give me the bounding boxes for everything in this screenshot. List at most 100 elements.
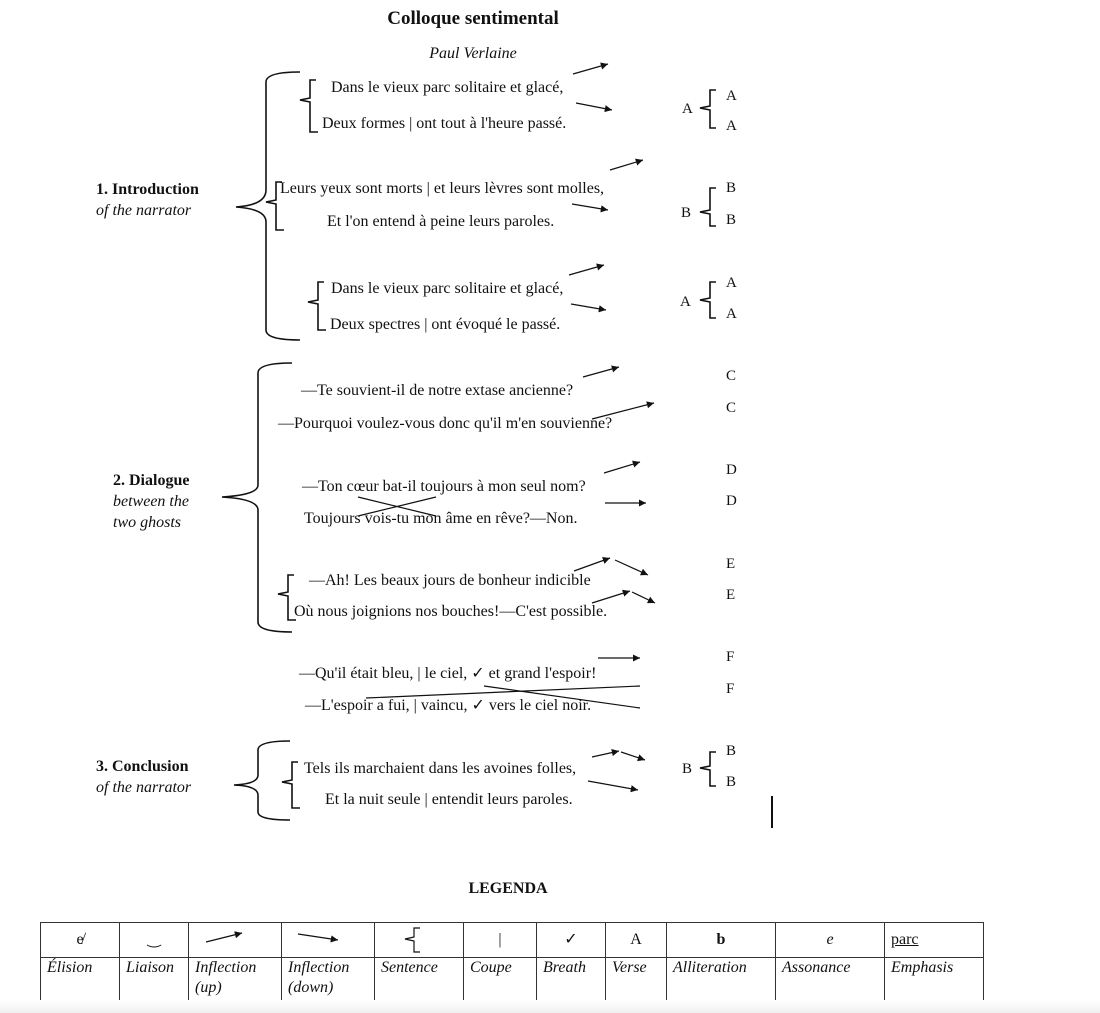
line-rhyme-label: A bbox=[726, 88, 737, 104]
inflection-down-arrow bbox=[614, 559, 649, 576]
poem-author: Paul Verlaine bbox=[429, 45, 517, 62]
inflection-down-arrow bbox=[620, 751, 646, 762]
legend-table: e̸ ‿ ↗ → -{ | ✓ A b e parc Élision Liais… bbox=[40, 922, 984, 1003]
legend-label: Sentence bbox=[374, 957, 464, 1003]
poem-line: Leurs yeux sont morts | et leurs lèvres … bbox=[280, 180, 605, 197]
rhyme-bracket bbox=[699, 281, 716, 319]
poem-line: Où nous joignions nos bouches!—C'est pos… bbox=[294, 603, 608, 620]
line-rhyme-label: A bbox=[726, 306, 737, 322]
legend-title: LEGENDA bbox=[468, 880, 548, 897]
line-rhyme-label: D bbox=[726, 493, 737, 509]
inflection-up-arrow bbox=[603, 460, 641, 474]
inflection-up-arrow bbox=[568, 263, 605, 276]
inflection-up-arrow bbox=[609, 158, 644, 171]
inflection-down-arrow bbox=[570, 303, 607, 313]
legend-symbol: ↗ bbox=[188, 922, 282, 958]
section-heading: 1. Introduction bbox=[96, 181, 199, 198]
line-rhyme-label: E bbox=[726, 587, 736, 603]
poem-line: —Qu'il était bleu, | le ciel, ✓ et grand… bbox=[299, 665, 597, 682]
inflection-up-arrow bbox=[591, 749, 620, 758]
legend-label: Liaison bbox=[119, 957, 189, 1003]
legend-symbol: b bbox=[666, 922, 776, 958]
inflection-down-arrow bbox=[631, 591, 656, 604]
section-label-conclusion: 3. Conclusion of the narrator bbox=[96, 756, 191, 798]
section-brace bbox=[235, 71, 301, 341]
line-rhyme-label: D bbox=[726, 462, 737, 478]
poem-line: —Pourquoi voulez-vous donc qu'il m'en so… bbox=[278, 415, 613, 432]
line-rhyme-label: B bbox=[726, 212, 737, 228]
legend-label: Élision bbox=[40, 957, 120, 1003]
legend-symbol: ✓ bbox=[536, 922, 606, 958]
line-rhyme-label: E bbox=[726, 556, 736, 572]
sentence-bracket bbox=[281, 761, 300, 809]
legend-symbol: → bbox=[281, 922, 375, 958]
poem-line: —Ton cœur bat-il toujours à mon seul nom… bbox=[302, 478, 586, 495]
rhyme-bracket bbox=[699, 89, 716, 129]
legend-symbol: ‿ bbox=[119, 922, 189, 958]
sentence-bracket bbox=[307, 281, 326, 331]
line-rhyme-label: F bbox=[726, 649, 735, 665]
poem-line: Et la nuit seule | entendit leurs parole… bbox=[325, 791, 573, 808]
line-rhyme-label: A bbox=[726, 118, 737, 134]
line-rhyme-label: A bbox=[726, 275, 737, 291]
legend-symbol: A bbox=[605, 922, 667, 958]
legend-symbol: -{ bbox=[374, 922, 464, 958]
inflection-up-arrow bbox=[582, 365, 620, 378]
legend-symbol: e̸ bbox=[40, 922, 120, 958]
poem-line: Deux formes | ont tout à l'heure passé. bbox=[322, 115, 567, 132]
line-rhyme-label: C bbox=[726, 400, 737, 416]
legend-symbol: e bbox=[775, 922, 885, 958]
stanza-rhyme-label: B bbox=[682, 761, 693, 777]
section-heading: 3. Conclusion bbox=[96, 758, 189, 775]
line-rhyme-label: B bbox=[726, 180, 737, 196]
legend-symbol-row: e̸ ‿ ↗ → -{ | ✓ A b e parc bbox=[40, 922, 984, 958]
section-heading: 2. Dialogue bbox=[113, 472, 190, 489]
legend-symbol: parc bbox=[884, 922, 984, 958]
inflection-up-arrow bbox=[572, 62, 609, 75]
poem-line: Tels ils marchaient dans les avoines fol… bbox=[304, 760, 577, 777]
section-brace bbox=[221, 362, 293, 633]
stanza-rhyme-label: A bbox=[680, 294, 691, 310]
poem-line: Dans le vieux parc solitaire et glacé, bbox=[331, 280, 564, 297]
inflection-down-arrow bbox=[587, 780, 639, 793]
stanza-rhyme-label: A bbox=[682, 101, 693, 117]
poem-line: —Te souvient-il de notre extase ancienne… bbox=[301, 382, 574, 399]
inflection-up-arrow bbox=[573, 557, 611, 572]
stanza-rhyme-label: B bbox=[681, 205, 692, 221]
legend-label: Alliteration bbox=[666, 957, 776, 1003]
poem-line: Dans le vieux parc solitaire et glacé, bbox=[331, 79, 564, 96]
section-subtitle: of the narrator bbox=[96, 779, 192, 796]
inflection-down-arrow bbox=[575, 102, 613, 113]
line-rhyme-label: C bbox=[726, 368, 737, 384]
inflection-down-arrow bbox=[571, 203, 609, 213]
poem-line: —Ah! Les beaux jours de bonheur indicibl… bbox=[309, 572, 591, 589]
legend-label: Inflection (up) bbox=[188, 957, 282, 1003]
legend-label: Emphasis bbox=[884, 957, 984, 1003]
text-cursor bbox=[771, 796, 773, 828]
section-label-dialogue: 2. Dialogue between the two ghosts bbox=[113, 470, 189, 533]
legend-symbol: | bbox=[463, 922, 537, 958]
line-rhyme-label: F bbox=[726, 681, 735, 697]
legend-label: Verse bbox=[605, 957, 667, 1003]
legend-label: Assonance bbox=[775, 957, 885, 1003]
bottom-edge bbox=[0, 1000, 1100, 1013]
section-label-introduction: 1. Introduction of the narrator bbox=[96, 179, 199, 221]
legend-label-row: Élision Liaison Inflection (up) Inflecti… bbox=[40, 957, 984, 1003]
section-subtitle: two ghosts bbox=[113, 514, 182, 531]
line-rhyme-label: B bbox=[726, 774, 737, 790]
rhyme-bracket bbox=[699, 751, 716, 787]
section-subtitle: between the bbox=[113, 493, 189, 510]
line-rhyme-label: B bbox=[726, 743, 737, 759]
legend-label: Inflection (down) bbox=[281, 957, 375, 1003]
poem-line: Toujours vois-tu mon âme en rêve?—Non. bbox=[304, 510, 578, 527]
section-subtitle: of the narrator bbox=[96, 202, 192, 219]
sentence-bracket bbox=[299, 79, 318, 133]
poem-line: Et l'on entend à peine leurs paroles. bbox=[327, 213, 555, 230]
section-brace bbox=[233, 740, 291, 821]
rhyme-bracket bbox=[699, 187, 716, 227]
poem-line: —L'espoir a fui, | vaincu, ✓ vers le cie… bbox=[305, 697, 592, 714]
poem-line: Deux spectres | ont évoqué le passé. bbox=[330, 316, 561, 333]
legend-label: Breath bbox=[536, 957, 606, 1003]
poem-title: Colloque sentimental bbox=[387, 8, 559, 29]
